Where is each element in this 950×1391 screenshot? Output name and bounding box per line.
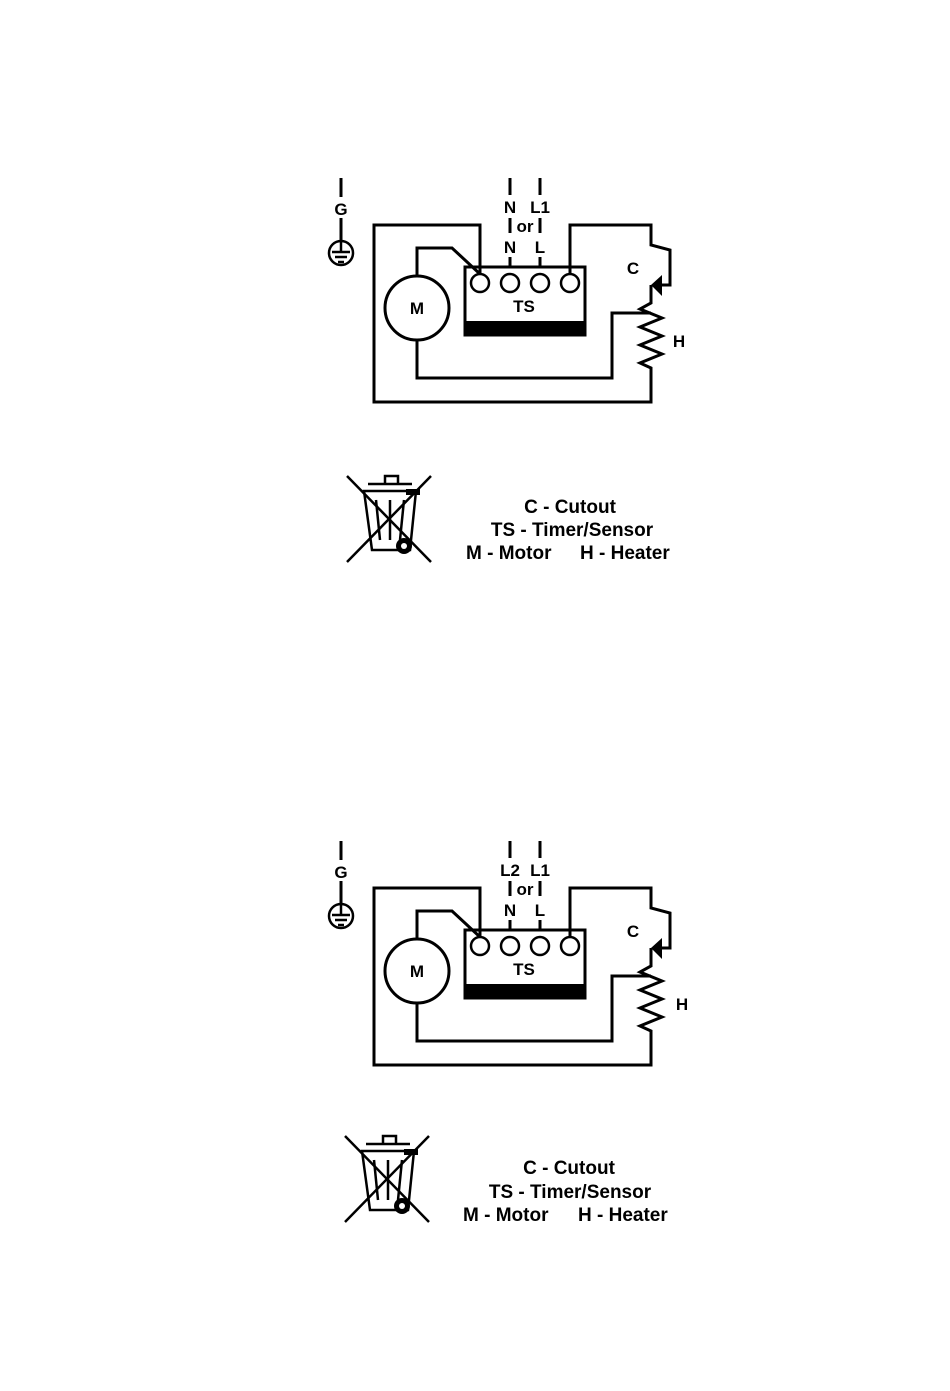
supply-label-top-left: N xyxy=(504,198,516,217)
timer-label: TS xyxy=(513,297,535,316)
or-label: or xyxy=(517,880,534,899)
or-label: or xyxy=(517,217,534,236)
legend-1: C - Cutout TS - Timer/Sensor M - Motor H… xyxy=(466,497,670,564)
supply-label-bottom-right: L xyxy=(535,901,545,920)
supply-label-top-left: L2 xyxy=(500,861,520,880)
supply-terminals: N L1 or N L xyxy=(504,178,550,273)
legend-2: C - Cutout TS - Timer/Sensor M - Motor H… xyxy=(463,1158,668,1226)
heater-label: H xyxy=(673,332,685,351)
legend-cutout: C - Cutout xyxy=(524,497,616,518)
legend-heater: H - Heater xyxy=(580,543,670,564)
supply-label-top-right: L1 xyxy=(530,198,550,217)
cutout-label: C xyxy=(627,922,639,941)
heater: H xyxy=(640,285,685,376)
legend-timer: TS - Timer/Sensor xyxy=(491,520,654,541)
legend-cutout: C - Cutout xyxy=(523,1158,615,1179)
weee-bin-icon xyxy=(345,1136,429,1222)
supply-label-top-right: L1 xyxy=(530,861,550,880)
weee-bin-icon xyxy=(347,476,431,562)
motor-label: M xyxy=(410,299,424,318)
wiring-diagram-2: G L2 L1 or N L T xyxy=(329,841,688,1065)
ground-label: G xyxy=(334,863,347,882)
supply-label-bottom-left: N xyxy=(504,238,516,257)
legend-motor: M - Motor xyxy=(466,543,552,564)
ground-terminal: G xyxy=(329,178,353,265)
wiring-diagram-1: G N L1 or N L xyxy=(329,178,685,402)
timer-sensor-block: TS xyxy=(465,930,585,998)
heater-label: H xyxy=(676,995,688,1014)
ground-label: G xyxy=(334,200,347,219)
supply-label-bottom-left: N xyxy=(504,901,516,920)
motor-label: M xyxy=(410,962,424,981)
motor: M xyxy=(385,939,449,1003)
legend-motor: M - Motor xyxy=(463,1205,549,1226)
timer-sensor-block: TS xyxy=(465,267,585,335)
heater: H xyxy=(640,948,688,1039)
legend-heater: H - Heater xyxy=(578,1205,668,1226)
supply-terminals: L2 L1 or N L xyxy=(500,841,550,936)
legend-timer: TS - Timer/Sensor xyxy=(489,1182,652,1203)
cutout-label: C xyxy=(627,259,639,278)
ground-terminal: G xyxy=(329,841,353,928)
supply-label-bottom-right: L xyxy=(535,238,545,257)
cutout: C xyxy=(627,259,662,296)
timer-label: TS xyxy=(513,960,535,979)
cutout: C xyxy=(627,922,662,959)
motor: M xyxy=(385,276,449,340)
